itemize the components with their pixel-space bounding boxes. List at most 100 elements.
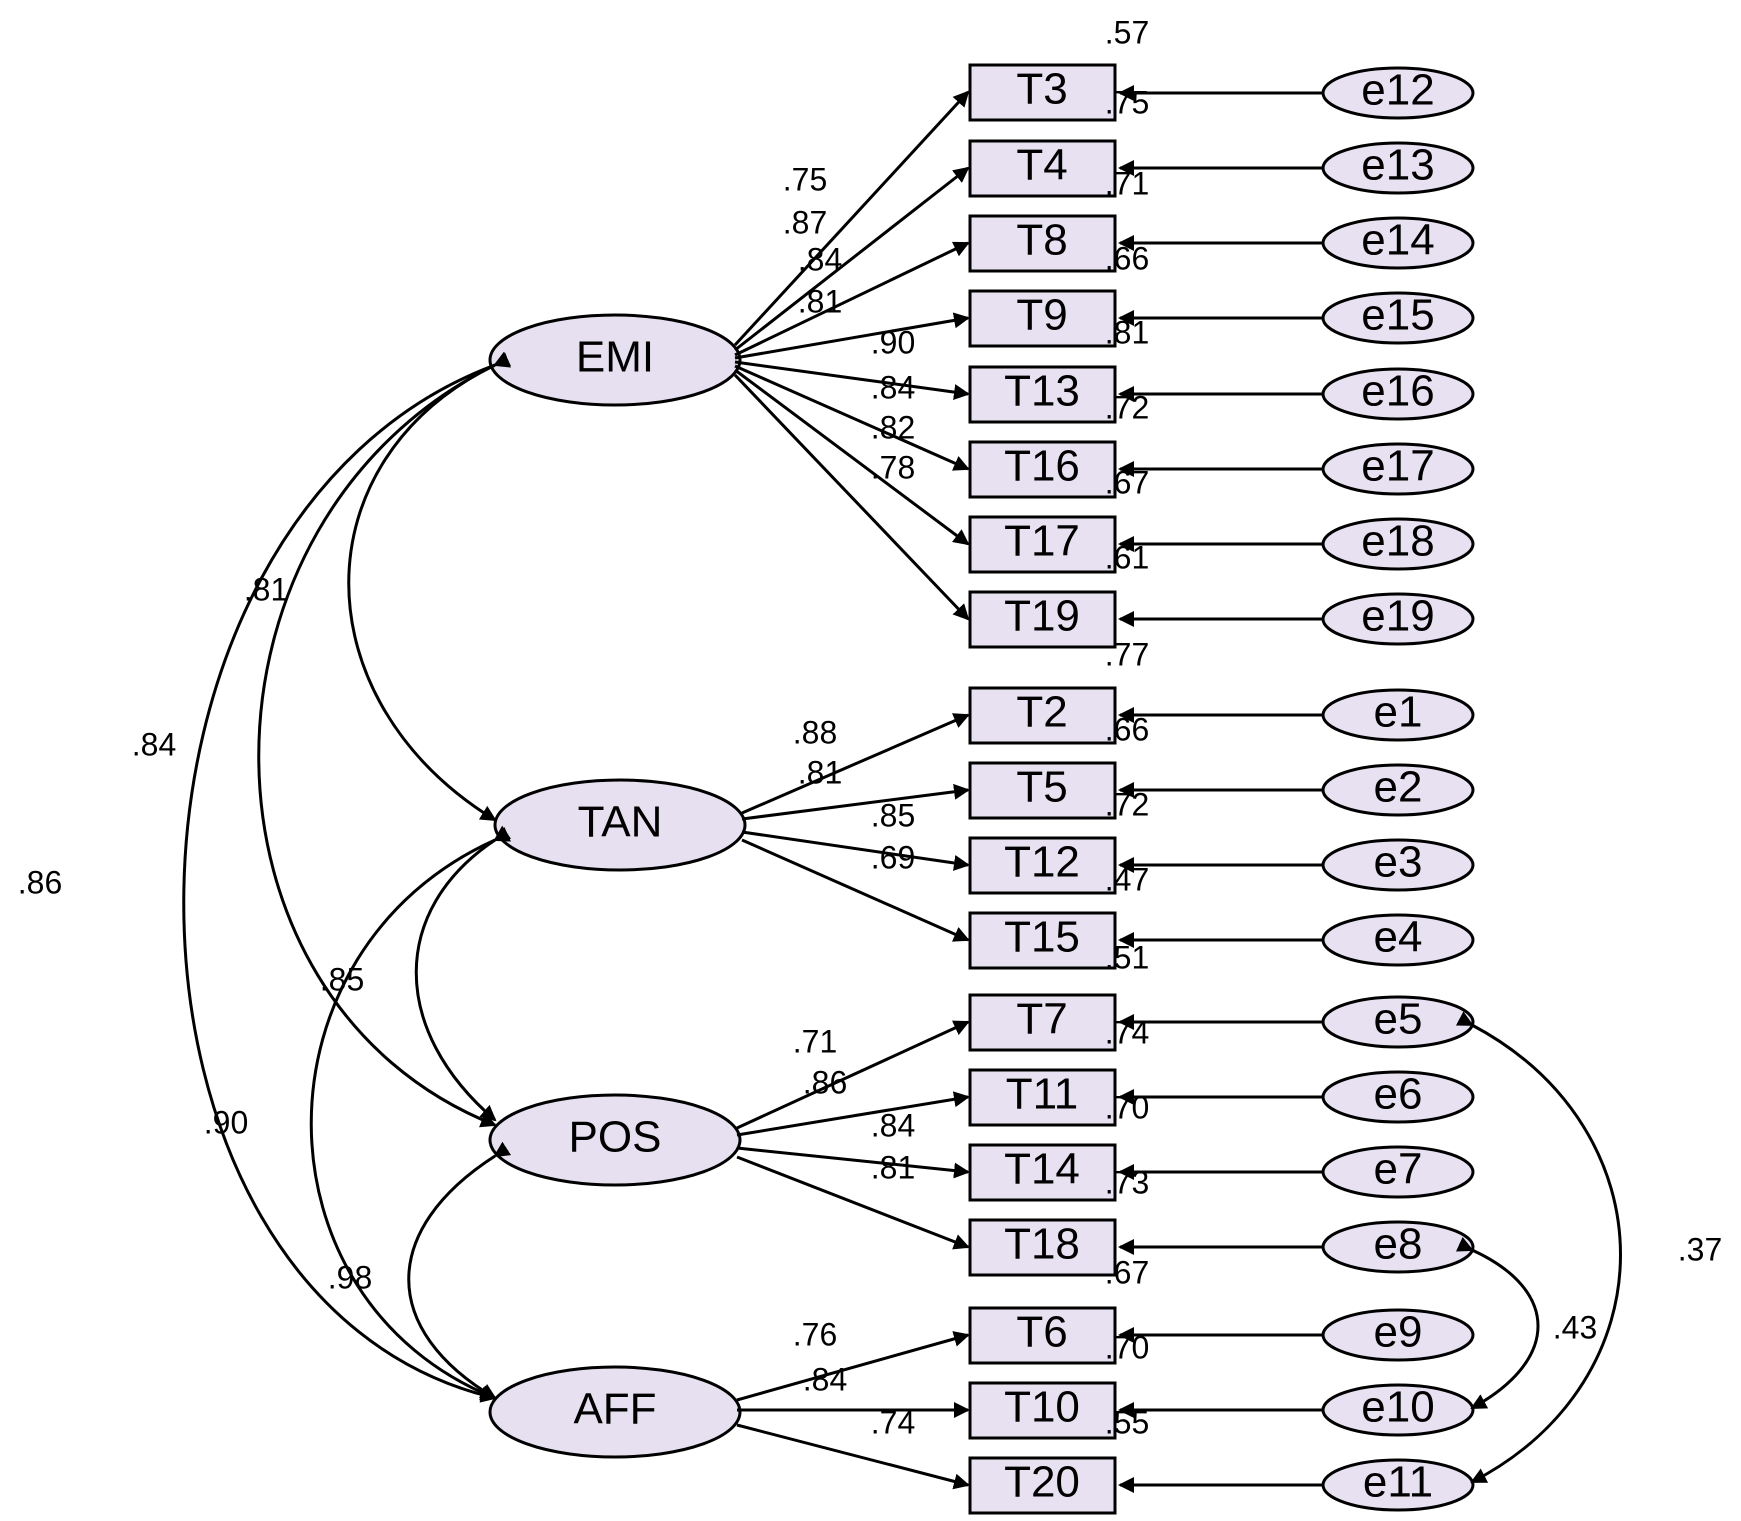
error-e10: e10 [1321, 1383, 1475, 1437]
error-e15: e15 [1321, 291, 1475, 345]
error-e8: e8 [1321, 1220, 1475, 1274]
error-e1-label: e1 [1374, 688, 1423, 737]
loading-emi-t13: .90 [871, 324, 915, 360]
rsq-t6: .67 [1105, 1254, 1149, 1290]
error-e11: e11 [1321, 1458, 1475, 1512]
loading-arrows [733, 90, 970, 1490]
indicator-t16: T16 [968, 440, 1117, 499]
indicator-t14-label: T14 [1004, 1145, 1080, 1194]
corr-tan-pos: .85 [320, 961, 364, 997]
rsq-t4: .75 [1105, 84, 1149, 120]
error-e6: e6 [1321, 1070, 1475, 1124]
rsq-t14: .70 [1105, 1089, 1149, 1125]
indicator-t11: T11 [968, 1068, 1117, 1127]
loading-labels: .75 .87 .84 .81 .90 .84 .82 .78 .88 .81 … [783, 161, 915, 1440]
error-e6-label: e6 [1374, 1070, 1423, 1119]
rsq-t3: .57 [1105, 14, 1149, 50]
indicator-t2: T2 [968, 686, 1117, 745]
indicator-t9-label: T9 [1016, 291, 1067, 340]
error-e14-label: e14 [1361, 216, 1434, 265]
indicator-t18-label: T18 [1004, 1220, 1080, 1269]
indicator-t13-label: T13 [1004, 367, 1080, 416]
loading-tan-t15: .69 [871, 839, 915, 875]
error-e10-label: e10 [1361, 1383, 1434, 1432]
rsq-t15: .47 [1105, 861, 1149, 897]
indicator-t15: T15 [968, 911, 1117, 970]
error-e17-label: e17 [1361, 442, 1434, 491]
error-e16-label: e16 [1361, 367, 1434, 416]
indicator-t7-label: T7 [1016, 995, 1067, 1044]
loading-emi-t16: .84 [871, 369, 915, 405]
indicator-t9: T9 [968, 289, 1117, 348]
indicator-t5: T5 [968, 761, 1117, 820]
indicator-t13: T13 [968, 365, 1117, 424]
error-e7: e7 [1321, 1145, 1475, 1199]
loading-tan-t12: .85 [871, 797, 915, 833]
error-e13-label: e13 [1361, 141, 1434, 190]
indicator-t16-label: T16 [1004, 442, 1080, 491]
indicator-t6: T6 [968, 1306, 1117, 1365]
indicator-t6-label: T6 [1016, 1308, 1067, 1357]
corr-pos-aff: .98 [328, 1259, 372, 1295]
rsq-t11: .74 [1105, 1014, 1149, 1050]
indicator-t3: T3 [968, 63, 1117, 122]
factor-correlation-labels: .81 .84 .86 .85 .90 .98 [18, 571, 372, 1295]
loading-aff-t6: .76 [793, 1316, 837, 1352]
error-e5: e5 [1321, 995, 1475, 1049]
indicator-t14: T14 [968, 1143, 1117, 1202]
rsq-t13: .81 [1105, 314, 1149, 350]
error-e12: e12 [1321, 66, 1475, 120]
error-e8-label: e8 [1374, 1220, 1423, 1269]
loading-emi-t9: .81 [798, 283, 842, 319]
rsq-t2: .77 [1105, 636, 1149, 672]
loading-tan-t5: .81 [798, 754, 842, 790]
error-e3-label: e3 [1374, 838, 1423, 887]
rsq-t17: .67 [1105, 464, 1149, 500]
loading-pos-t11: .86 [803, 1064, 847, 1100]
indicator-t7: T7 [968, 993, 1117, 1052]
error-e9-label: e9 [1374, 1308, 1423, 1357]
rsq-t5: .66 [1105, 711, 1149, 747]
corr-e8-e10: .43 [1553, 1309, 1597, 1345]
error-e19: e19 [1321, 592, 1475, 646]
rsq-t16: .72 [1105, 389, 1149, 425]
indicator-t10: T10 [968, 1381, 1117, 1440]
indicator-t12-label: T12 [1004, 838, 1080, 887]
error-e17: e17 [1321, 442, 1475, 496]
factor-tan: TAN [493, 778, 747, 872]
indicator-t19: T19 [968, 590, 1117, 649]
loading-tan-t2: .88 [793, 714, 837, 750]
indicator-t18: T18 [968, 1218, 1117, 1277]
corr-e5-e11: .37 [1678, 1231, 1722, 1267]
error-arrows [1118, 85, 1323, 1493]
factor-pos: POS [488, 1093, 742, 1187]
factor-emi-label: EMI [576, 333, 654, 382]
loading-pos-t14: .84 [871, 1107, 915, 1143]
loading-emi-t19: .78 [871, 449, 915, 485]
error-e2: e2 [1321, 763, 1475, 817]
loading-pos-t18: .81 [871, 1149, 915, 1185]
loading-pos-t7: .71 [793, 1023, 837, 1059]
error-e9: e9 [1321, 1308, 1475, 1362]
indicator-t15-label: T15 [1004, 913, 1080, 962]
indicator-t2-label: T2 [1016, 688, 1067, 737]
error-correlations [1455, 1011, 1622, 1484]
factor-emi: EMI [488, 313, 742, 407]
indicator-t8: T8 [968, 214, 1117, 273]
error-e4: e4 [1321, 913, 1475, 967]
error-e14: e14 [1321, 216, 1475, 270]
error-e16: e16 [1321, 367, 1475, 421]
indicator-t3-label: T3 [1016, 65, 1067, 114]
factor-correlations [182, 351, 512, 1403]
corr-emi-aff: .86 [18, 864, 62, 900]
loading-emi-t8: .84 [798, 241, 842, 277]
factor-aff: AFF [488, 1365, 742, 1459]
indicator-t17: T17 [968, 515, 1117, 574]
corr-tan-aff: .90 [204, 1104, 248, 1140]
error-e3: e3 [1321, 838, 1475, 892]
indicator-t11-label: T11 [1006, 1070, 1079, 1119]
error-e18: e18 [1321, 517, 1475, 571]
error-e7-label: e7 [1374, 1145, 1423, 1194]
